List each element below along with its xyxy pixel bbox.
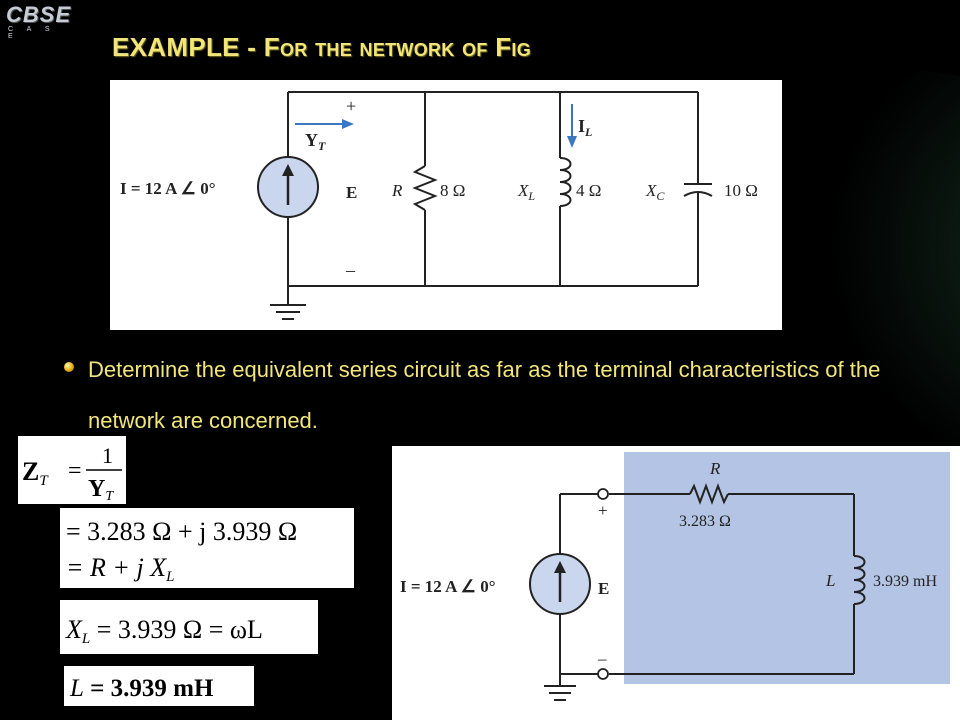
inductor-value: 3.939 mH: [873, 573, 937, 590]
admittance-label: YT: [305, 130, 326, 153]
slide-title: EXAMPLE - For the network of Fig: [112, 32, 532, 62]
resistor-name: R: [391, 181, 403, 200]
impedance-line-1: = 3.283 Ω + j 3.939 Ω: [66, 517, 297, 546]
voltage-label: E: [346, 183, 357, 202]
resistor-value: 8 Ω: [440, 181, 465, 200]
bullet-icon: [64, 362, 74, 372]
inductor-value: 4 Ω: [576, 181, 601, 200]
current-arrow-icon: [567, 136, 577, 148]
xl-equation-text: XL = 3.939 Ω = ωL: [65, 615, 263, 647]
equation-l: L = 3.939 mH: [64, 666, 254, 706]
plus-sign: +: [346, 96, 356, 116]
zt-denominator: YT: [88, 476, 114, 504]
series-circuit-diagram: I = 12 A ∠ 0° E + – R 3.283 Ω L 3.939 mH: [400, 452, 950, 701]
parallel-circuit-diagram: I = 12 A ∠ 0° YT + – E R 8 Ω IL XL 4 Ω X…: [120, 91, 758, 320]
parallel-circuit-figure: I = 12 A ∠ 0° YT + – E R 8 Ω IL XL 4 Ω X…: [110, 80, 782, 330]
logo-subtext: C A S E: [8, 26, 56, 40]
capacitor-value: 10 Ω: [724, 181, 758, 200]
resistor-value: 3.283 Ω: [679, 513, 731, 530]
admittance-arrow-icon: [342, 119, 354, 129]
inductor-current-label: IL: [578, 116, 592, 139]
source-label: I = 12 A ∠ 0°: [120, 179, 216, 198]
inductor-name: L: [825, 571, 835, 590]
equation-xl: XL = 3.939 Ω = ωL: [60, 600, 318, 654]
logo-text: CBSE: [6, 2, 72, 27]
resistor-name: R: [709, 459, 721, 478]
capacitor-name: XC: [645, 181, 665, 203]
voltage-label: E: [598, 579, 609, 598]
terminal-top-icon: [597, 488, 609, 500]
equation-zt: ZT = 1 YT: [18, 436, 126, 504]
zt-symbol: ZT: [22, 457, 49, 489]
l-equation-text: L = 3.939 mH: [69, 675, 214, 702]
minus-sign: –: [597, 649, 607, 668]
terminal-bottom-icon: [597, 668, 609, 680]
series-circuit-figure: I = 12 A ∠ 0° E + – R 3.283 Ω L 3.939 mH: [392, 446, 960, 720]
inductor-name: XL: [517, 181, 535, 203]
bullet-text: Determine the equivalent series circuit …: [88, 357, 881, 433]
zt-numerator: 1: [102, 443, 113, 468]
plus-sign: +: [598, 501, 608, 520]
minus-sign: –: [345, 260, 356, 280]
impedance-line-2: = R + j XL: [66, 553, 174, 585]
source-label: I = 12 A ∠ 0°: [400, 577, 496, 596]
logo: CBSE C A S E: [4, 2, 74, 40]
shaded-region: [624, 452, 950, 684]
zt-equals: =: [68, 458, 82, 484]
equation-impedance: = 3.283 Ω + j 3.939 Ω = R + j XL: [60, 508, 354, 588]
